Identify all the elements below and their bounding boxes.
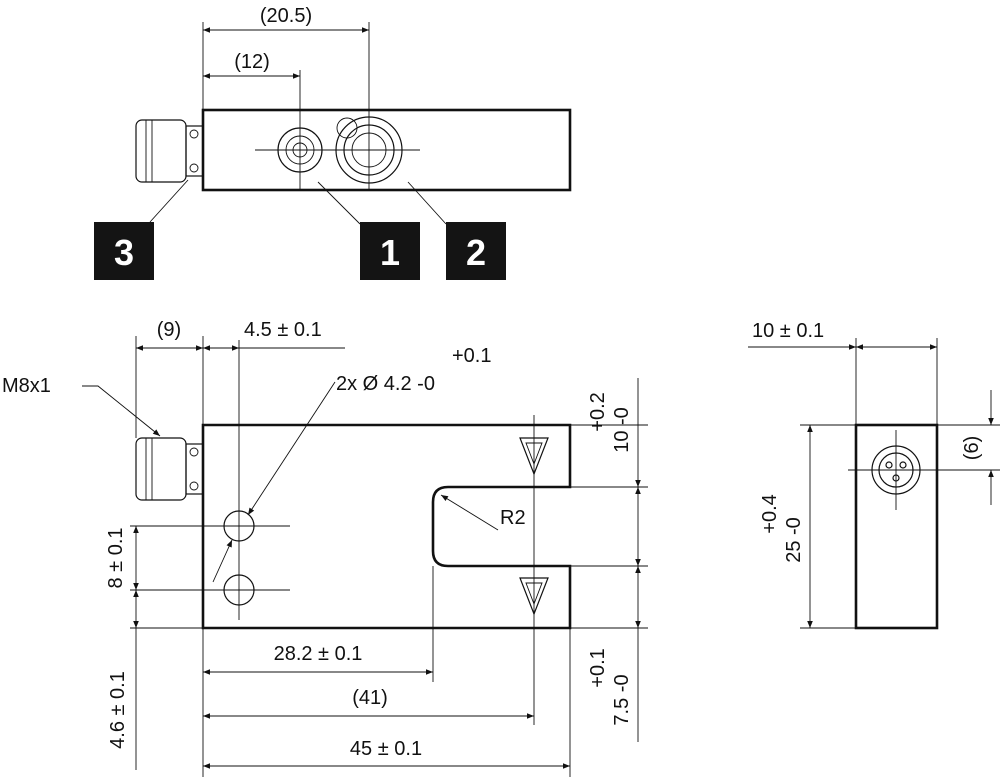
hole-callout-label: 2x Ø 4.2 -0 bbox=[336, 373, 435, 395]
dim-slot-width-tol: +0.1 bbox=[587, 648, 609, 687]
thread-label: M8x1 bbox=[2, 375, 51, 397]
dim-41-label: (41) bbox=[352, 687, 388, 709]
dim-4-5-label: 4.5 ± 0.1 bbox=[244, 319, 322, 341]
top-view-connector bbox=[135, 119, 204, 183]
side-view-body bbox=[854, 423, 939, 630]
callout-badge-3: 3 bbox=[94, 222, 154, 280]
dim-10-label: 10 ± 0.1 bbox=[752, 320, 824, 342]
svg-text:1: 1 bbox=[380, 232, 400, 273]
dim-4-6-label: 4.6 ± 0.1 bbox=[107, 671, 129, 749]
dim-45-label: 45 ± 0.1 bbox=[350, 738, 422, 760]
svg-text:3: 3 bbox=[114, 232, 134, 273]
dim-slot-width-nominal: 7.5 -0 bbox=[611, 674, 633, 725]
front-view: (9) 4.5 ± 0.1 2x Ø 4.2 -0 +0.1 M8x1 8 ± … bbox=[2, 319, 648, 777]
callout-badge-1: 1 bbox=[360, 222, 420, 280]
hole-callout-tol: +0.1 bbox=[452, 345, 491, 367]
dim-fork-height-nominal: 10 -0 bbox=[611, 407, 633, 453]
top-view: (20.5) (12) 3 1 2 bbox=[94, 5, 572, 280]
dim-side-height-tol: +0.4 bbox=[759, 494, 781, 533]
dim-8-label: 8 ± 0.1 bbox=[105, 527, 127, 588]
dim-side-height-nominal: 25 -0 bbox=[783, 517, 805, 563]
dim-28-2-label: 28.2 ± 0.1 bbox=[274, 643, 363, 665]
dim-9-label: (9) bbox=[157, 319, 181, 341]
dim-fork-height-tol: +0.2 bbox=[587, 392, 609, 431]
dim-12-label: (12) bbox=[234, 51, 270, 73]
dim-20-5-label: (20.5) bbox=[260, 5, 312, 27]
dim-6-label: (6) bbox=[961, 436, 983, 460]
radius-label: R2 bbox=[500, 507, 526, 529]
front-view-body bbox=[201, 423, 572, 630]
front-view-connector bbox=[135, 437, 204, 501]
side-view: 10 ± 0.1 25 -0 +0.4 (6) bbox=[748, 320, 1000, 630]
callout-badge-2: 2 bbox=[446, 222, 506, 280]
svg-text:2: 2 bbox=[466, 232, 486, 273]
